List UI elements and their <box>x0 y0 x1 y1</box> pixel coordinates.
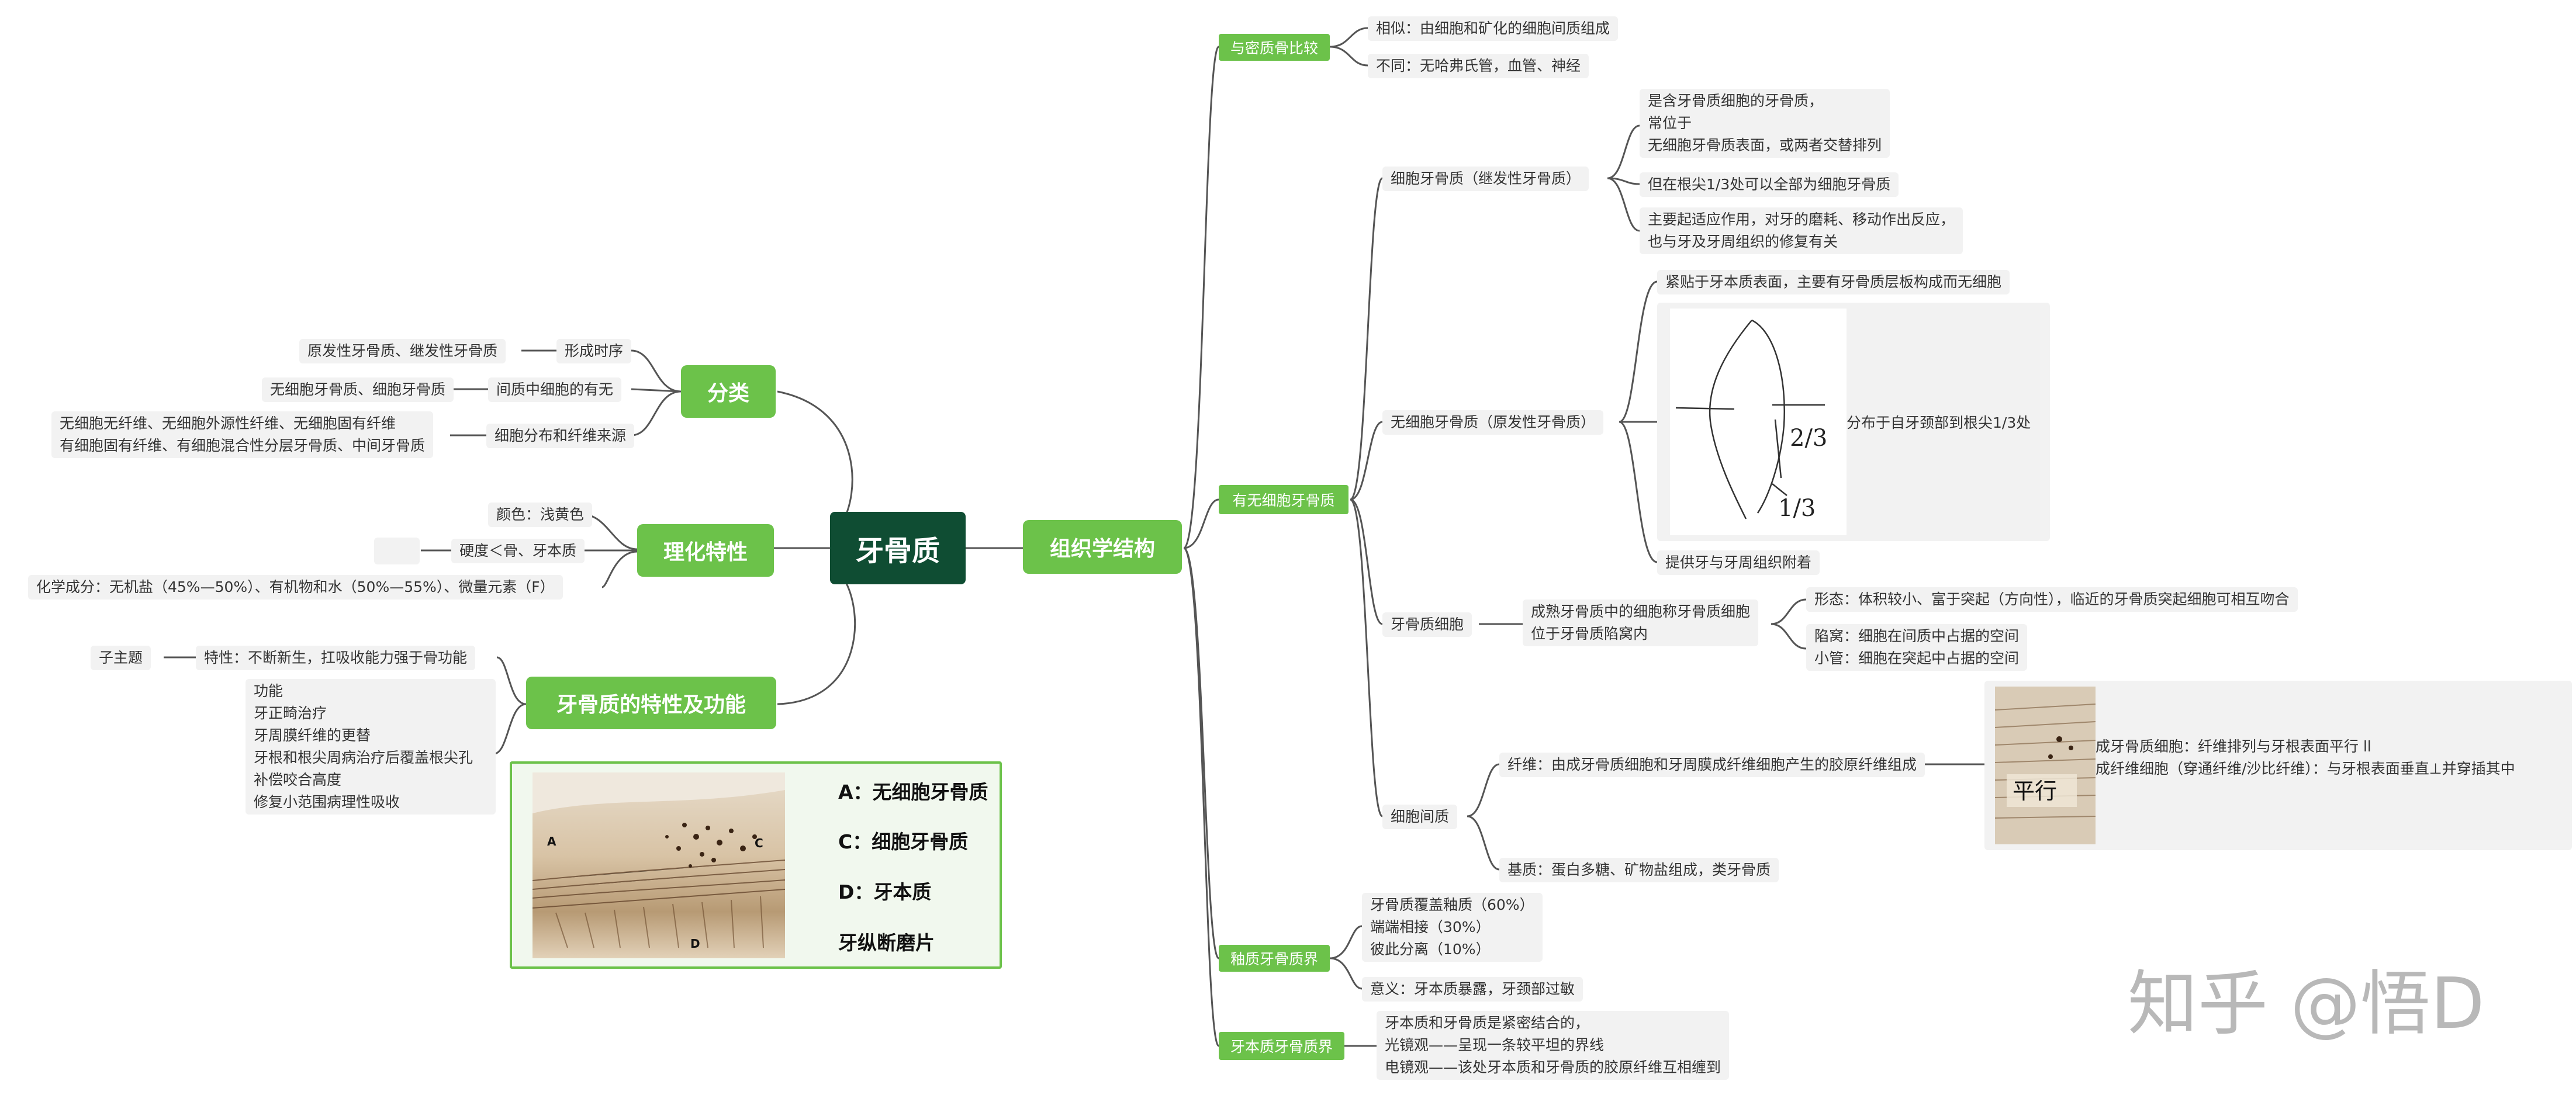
features-property[interactable]: 特性：不断新生，扛吸收能力强于骨功能 <box>196 646 476 670</box>
micrograph-label-d: D <box>690 937 700 951</box>
sketch-two-thirds: 2/3 <box>1790 425 1827 452</box>
watermark: 知乎 @悟D <box>2128 964 2485 1045</box>
cementocyte-shape[interactable]: 形态：体积较小、富于突起（方向性），临近的牙骨质突起细胞可相互吻合 <box>1806 587 2298 612</box>
fiber-img-label: 平行 <box>2013 778 2057 804</box>
compare-different[interactable]: 不同：无哈弗氏管，血管、神经 <box>1368 54 1589 78</box>
legend-section: 牙纵断磨片 <box>838 931 935 954</box>
physchem-color[interactable]: 颜色：浅黄色 <box>488 503 593 527</box>
cementocyte-lacuna[interactable]: 陷窝：细胞在间质中占据的空间 小管：细胞在突起中占据的空间 <box>1806 624 2028 671</box>
compare-similar[interactable]: 相似：由细胞和矿化的细胞间质组成 <box>1368 16 1619 41</box>
acellular-cementum[interactable]: 无细胞牙骨质（原发性牙骨质） <box>1382 410 1604 435</box>
cellular-leaf-definition[interactable]: 是含牙骨质细胞的牙骨质， 常位于 无细胞牙骨质表面，或两者交替排列 <box>1640 89 1890 158</box>
classification-fiber-source-leaf[interactable]: 无细胞无纤维、无细胞外源性纤维、无细胞固有纤维 有细胞固有纤维、有细胞混合性分层… <box>51 411 434 458</box>
classification-cell-presence[interactable]: 间质中细胞的有无 <box>488 377 622 402</box>
cementocyte[interactable]: 牙骨质细胞 <box>1382 612 1472 637</box>
tag-compare-bone[interactable]: 与密质骨比较 <box>1219 34 1330 61</box>
classification-cell-presence-leaf[interactable]: 无细胞牙骨质、细胞牙骨质 <box>262 377 454 402</box>
physchem-hardness[interactable]: 硬度＜骨、牙本质 <box>451 539 585 563</box>
fiber-card[interactable]: 平行 成牙骨质细胞：纤维排列与牙根表面平行 ll 成纤维细胞（穿通纤维/沙比纤维… <box>1984 681 2572 850</box>
branch-classification[interactable]: 分类 <box>681 365 776 418</box>
tag-dentin-cementum[interactable]: 牙本质牙骨质界 <box>1219 1032 1344 1060</box>
cementum-image-card[interactable]: A C D A：无细胞牙骨质 C：细胞牙骨质 D：牙本质 牙纵断磨片 <box>510 761 1002 969</box>
sketch-one-third: 1/3 <box>1778 495 1816 522</box>
micrograph-label-c: C <box>755 836 763 850</box>
enamel-cementum-ratios[interactable]: 牙骨质覆盖釉质（60%） 端端相接（30%） 彼此分离（10%） <box>1362 893 1543 962</box>
micrograph-label-a: A <box>547 834 556 848</box>
matrix-fiber[interactable]: 纤维：由成牙骨质细胞和牙周膜成纤维细胞产生的胶原纤维组成 <box>1499 753 1925 777</box>
acellular-sketch-card[interactable]: 2/3 1/3 分布于自牙颈部到根尖1/3处 <box>1657 303 2050 541</box>
intercellular-matrix[interactable]: 细胞间质 <box>1382 805 1458 829</box>
fiber-detail: 成牙骨质细胞：纤维排列与牙根表面平行 ll 成纤维细胞（穿通纤维/沙比纤维）：与… <box>2096 738 2515 777</box>
branch-histology[interactable]: 组织学结构 <box>1023 520 1182 574</box>
physchem-chemistry[interactable]: 化学成分：无机盐（45%—50%）、有机物和水（50%—55%）、微量元素（F） <box>28 575 563 600</box>
features-functions[interactable]: 功能 牙正畸治疗 牙周膜纤维的更替 牙根和根尖周病治疗后覆盖根尖孔 补偿咬合高度… <box>246 679 496 815</box>
acellular-distribution: 分布于自牙颈部到根尖1/3处 <box>1847 414 2031 431</box>
acellular-leaf-dentin[interactable]: 紧贴于牙本质表面，主要有牙骨质层板构成而无细胞 <box>1657 270 2010 294</box>
enamel-cementum-meaning[interactable]: 意义：牙本质暴露，牙颈部过敏 <box>1362 977 1583 1002</box>
classification-fiber-source[interactable]: 细胞分布和纤维来源 <box>486 424 635 448</box>
legend-cellular: C：细胞牙骨质 <box>838 830 969 853</box>
tooth-sketch: 2/3 1/3 <box>1670 309 1847 535</box>
classification-formation-order[interactable]: 形成时序 <box>556 339 632 363</box>
classification-formation-order-leaf[interactable]: 原发性牙骨质、继发性牙骨质 <box>299 339 506 363</box>
legend-dentin: D：牙本质 <box>838 881 932 903</box>
physchem-blank <box>374 538 420 564</box>
tag-enamel-cementum[interactable]: 釉质牙骨质界 <box>1219 945 1330 972</box>
cellular-leaf-apex[interactable]: 但在根尖1/3处可以全部为细胞牙骨质 <box>1640 172 1899 197</box>
legend-acellular: A：无细胞牙骨质 <box>838 781 988 803</box>
cellular-cementum[interactable]: 细胞牙骨质（继发性牙骨质） <box>1382 167 1589 191</box>
dentin-cementum-desc[interactable]: 牙本质和牙骨质是紧密结合的， 光镜观——呈现一条较平坦的界线 电镜观——该处牙本… <box>1377 1011 1730 1080</box>
features-subtopic[interactable]: 子主题 <box>91 646 151 670</box>
root-topic[interactable]: 牙骨质 <box>830 512 966 584</box>
tag-cellular-acellular[interactable]: 有无细胞牙骨质 <box>1219 485 1348 514</box>
cementocyte-desc[interactable]: 成熟牙骨质中的细胞称牙骨质细胞 位于牙骨质陷窝内 <box>1523 600 1759 646</box>
cementum-micrograph: A C D <box>533 772 785 958</box>
cellular-leaf-function[interactable]: 主要起适应作用，对牙的磨耗、移动作出反应， 也与牙及牙周组织的修复有关 <box>1640 207 1963 254</box>
matrix-ground[interactable]: 基质：蛋白多糖、矿物盐组成，类牙骨质 <box>1499 858 1779 882</box>
fiber-micrograph: 平行 <box>1995 687 2096 844</box>
branch-features[interactable]: 牙骨质的特性及功能 <box>526 677 776 729</box>
acellular-leaf-attachment[interactable]: 提供牙与牙周组织附着 <box>1657 550 1820 575</box>
branch-physchem[interactable]: 理化特性 <box>637 524 774 577</box>
tooth-root-drawing: 2/3 1/3 <box>1675 319 1827 522</box>
